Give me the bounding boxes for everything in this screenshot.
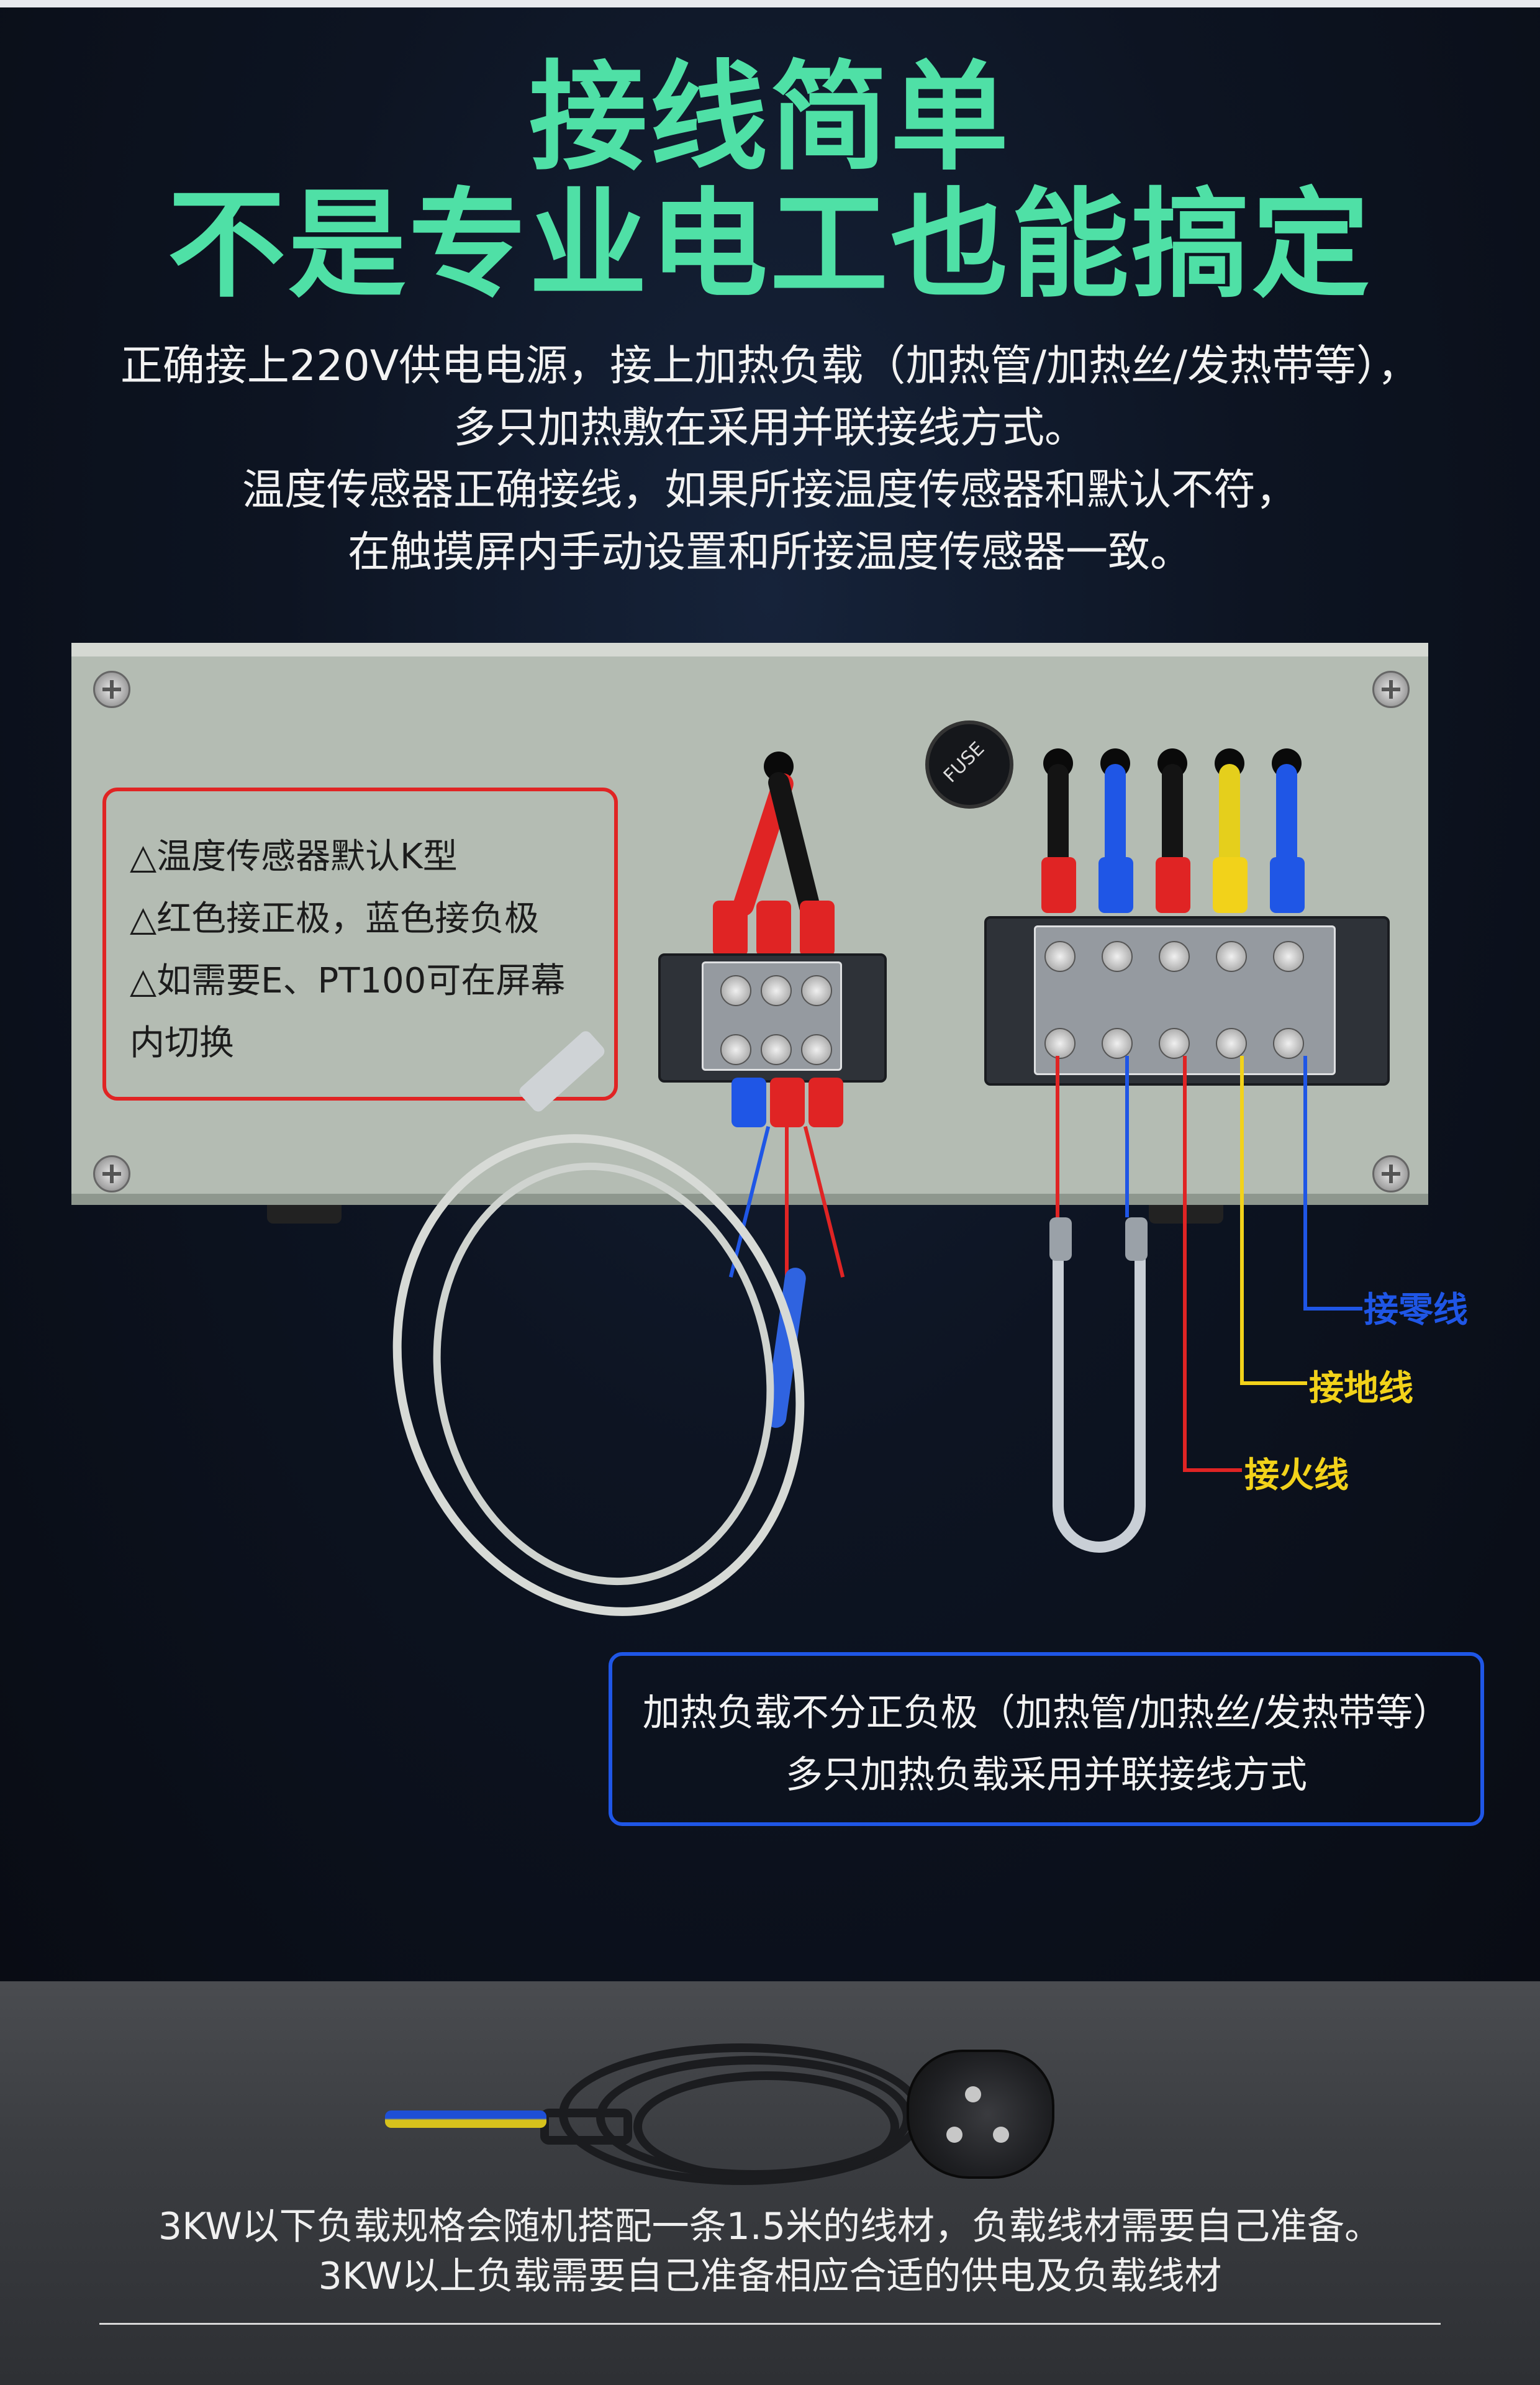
screw-icon — [1372, 1155, 1410, 1192]
headline-line-1: 接线简单 — [528, 49, 1011, 186]
blue-wire — [1276, 764, 1297, 870]
live-wire-label: 接火线 — [1244, 1455, 1349, 1496]
plug-pin — [993, 2127, 1009, 2143]
cable-stripped-end — [385, 2110, 546, 2128]
sensor-lead-red — [785, 1124, 789, 1279]
blue-wire — [1105, 764, 1126, 870]
terminal-screw-icon — [1216, 1028, 1247, 1059]
sensor-note-line: △温度传感器默认K型 — [130, 837, 458, 877]
terminal-screw-icon — [1044, 1028, 1076, 1059]
terminal-screw-icon — [801, 975, 832, 1006]
neutral-wire-label: 接零线 — [1364, 1290, 1468, 1330]
power-cable-tail — [540, 2109, 632, 2145]
yellow-green-wire — [1219, 764, 1240, 870]
power-plug-icon — [907, 2050, 1054, 2179]
terminal-screw-icon — [720, 975, 751, 1006]
live-wire-line — [1183, 1468, 1242, 1472]
heater-lead-red — [1056, 1056, 1059, 1217]
plug-pin — [965, 2086, 981, 2102]
terminal-screw-icon — [761, 1034, 792, 1065]
yellow-terminal-crimp — [1213, 857, 1248, 913]
terminal-screw-icon — [1044, 941, 1076, 972]
ground-wire-label: 接地线 — [1309, 1368, 1413, 1409]
ground-wire-line — [1240, 1381, 1307, 1385]
load-note-line: 多只加热负载采用并联接线方式 — [786, 1753, 1307, 1797]
red-terminal-crimp — [756, 901, 791, 956]
footer-line: 3KW以下负载规格会随机搭配一条1.5米的线材，负载线材需要自己准备。 — [158, 2205, 1382, 2248]
intro-line: 温度传感器正确接线，如果所接温度传感器和默认不符， — [242, 466, 1298, 515]
terminal-screw-icon — [801, 1034, 832, 1065]
heater-lead-blue — [1125, 1056, 1129, 1217]
red-terminal-crimp — [1041, 857, 1076, 913]
load-note-box: 加热负载不分正负极（加热管/加热丝/发热带等） 多只加热负载采用并联接线方式 — [609, 1652, 1484, 1826]
red-terminal-crimp — [713, 901, 748, 956]
heating-tube — [1053, 1230, 1146, 1553]
terminal-screw-icon — [1159, 1028, 1190, 1059]
heater-terminal — [1049, 1217, 1072, 1261]
fuse-holder: FUSE — [925, 720, 1013, 809]
blue-terminal-crimp — [1270, 857, 1305, 913]
sensor-note-line: △红色接正极，蓝色接负极 — [130, 899, 540, 939]
fuse-label: FUSE — [939, 737, 989, 788]
power-cable-coil — [633, 2071, 899, 2182]
black-wire — [1048, 764, 1069, 870]
terminal-screw-icon — [1273, 1028, 1304, 1059]
terminal-screw-icon — [1159, 941, 1190, 972]
live-wire-line — [1183, 1056, 1187, 1472]
blue-terminal-crimp — [732, 1078, 766, 1127]
screw-icon — [93, 671, 130, 708]
screw-icon — [1372, 671, 1410, 708]
intro-line: 正确接上220V供电电源，接上加热负载（加热管/加热丝/发热带等）， — [120, 342, 1420, 391]
terminal-screw-icon — [1273, 941, 1304, 972]
terminal-screw-icon — [1102, 941, 1133, 972]
terminal-screw-icon — [720, 1034, 751, 1065]
neutral-wire-line — [1303, 1307, 1362, 1311]
red-terminal-crimp — [800, 901, 835, 956]
intro-text: 正确接上220V供电电源，接上加热负载（加热管/加热丝/发热带等）， 多只加热敷… — [0, 335, 1540, 584]
load-note-line: 加热负载不分正负极（加热管/加热丝/发热带等） — [642, 1691, 1451, 1735]
footer-divider — [99, 2323, 1441, 2325]
blue-terminal-crimp — [1098, 857, 1133, 913]
plug-pin — [946, 2127, 962, 2143]
intro-line: 在触摸屏内手动设置和所接温度传感器一致。 — [347, 528, 1192, 577]
terminal-screw-icon — [1102, 1028, 1133, 1059]
black-wire — [1162, 764, 1183, 870]
screw-icon — [93, 1155, 130, 1192]
red-terminal-crimp — [770, 1078, 805, 1127]
top-divider — [0, 0, 1540, 7]
heater-terminal — [1125, 1217, 1148, 1261]
neutral-wire-line — [1303, 1056, 1307, 1311]
sensor-note-box: △温度传感器默认K型 △红色接正极，蓝色接负极 △如需要E、PT100可在屏幕 … — [102, 788, 618, 1101]
intro-line: 多只加热敷在采用并联接线方式。 — [453, 404, 1087, 453]
panel-foot — [267, 1205, 342, 1224]
terminal-screw-icon — [1216, 941, 1247, 972]
ground-wire-line — [1240, 1056, 1244, 1385]
headline-line-2: 不是专业电工也能搞定 — [167, 176, 1372, 314]
red-terminal-crimp — [1156, 857, 1190, 913]
footer-line: 3KW以上负载需要自己准备相应合适的供电及负载线材 — [318, 2255, 1222, 2298]
sensor-note-line: △如需要E、PT100可在屏幕 — [130, 961, 566, 1001]
sensor-note-line: 内切换 — [130, 1023, 234, 1063]
red-terminal-crimp — [808, 1078, 843, 1127]
terminal-screw-icon — [761, 975, 792, 1006]
